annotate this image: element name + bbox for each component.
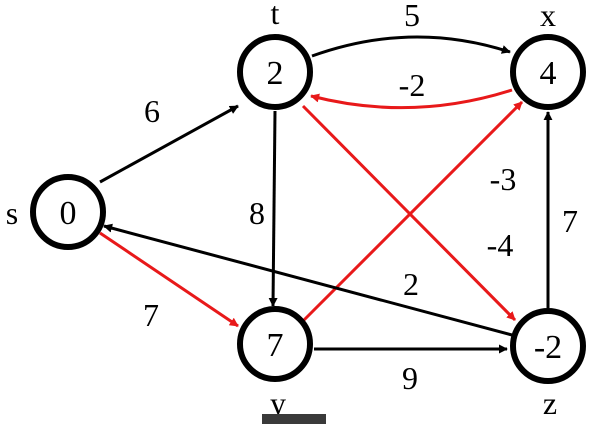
edge-z-s: [103, 223, 513, 337]
edge-weight-t-z: -4: [487, 227, 514, 263]
bottom-bar: [262, 414, 326, 424]
edge-weight-t-x: 5: [404, 0, 420, 33]
node-circle-t: [237, 34, 313, 110]
node-value-t: 2: [267, 55, 284, 92]
edge-t-y: [268, 110, 278, 307]
node-value-s: 0: [60, 195, 77, 232]
edge-weight-x-t: -2: [399, 67, 426, 103]
node-label-x: x: [540, 0, 556, 33]
edge-y-x: [299, 100, 524, 325]
node-value-y: 7: [267, 327, 284, 364]
node-label-z: z: [543, 385, 557, 421]
edge-weight-t-y: 8: [249, 195, 265, 231]
edge-weight-z-x: 7: [562, 203, 578, 239]
node-y: 7: [237, 306, 313, 382]
node-value-x: 4: [540, 55, 557, 92]
edge-weight-z-s: 2: [403, 266, 419, 302]
edge-weight-y-z: 9: [402, 360, 418, 396]
node-circle-y: [237, 306, 313, 382]
node-x: 4: [510, 34, 586, 110]
node-circle-x: [510, 34, 586, 110]
edge-s-y: [99, 231, 239, 328]
edge-weight-s-t: 6: [144, 93, 160, 129]
edge-t-x: [311, 35, 511, 58]
node-value-z: -2: [534, 329, 562, 366]
node-t: 2: [237, 34, 313, 110]
node-label-s: s: [6, 195, 18, 231]
edge-x-t: [310, 88, 513, 110]
edge-s-t: [99, 104, 239, 184]
node-circle-z: [510, 308, 586, 384]
node-circle-s: [30, 174, 106, 250]
edge-weight-y-x: -3: [490, 161, 517, 197]
node-label-y: y: [270, 385, 286, 421]
edge-weight-s-y: 7: [143, 297, 159, 333]
node-s: 0: [30, 174, 106, 250]
node-z: -2: [510, 308, 586, 384]
node-label-t: t: [271, 0, 280, 31]
